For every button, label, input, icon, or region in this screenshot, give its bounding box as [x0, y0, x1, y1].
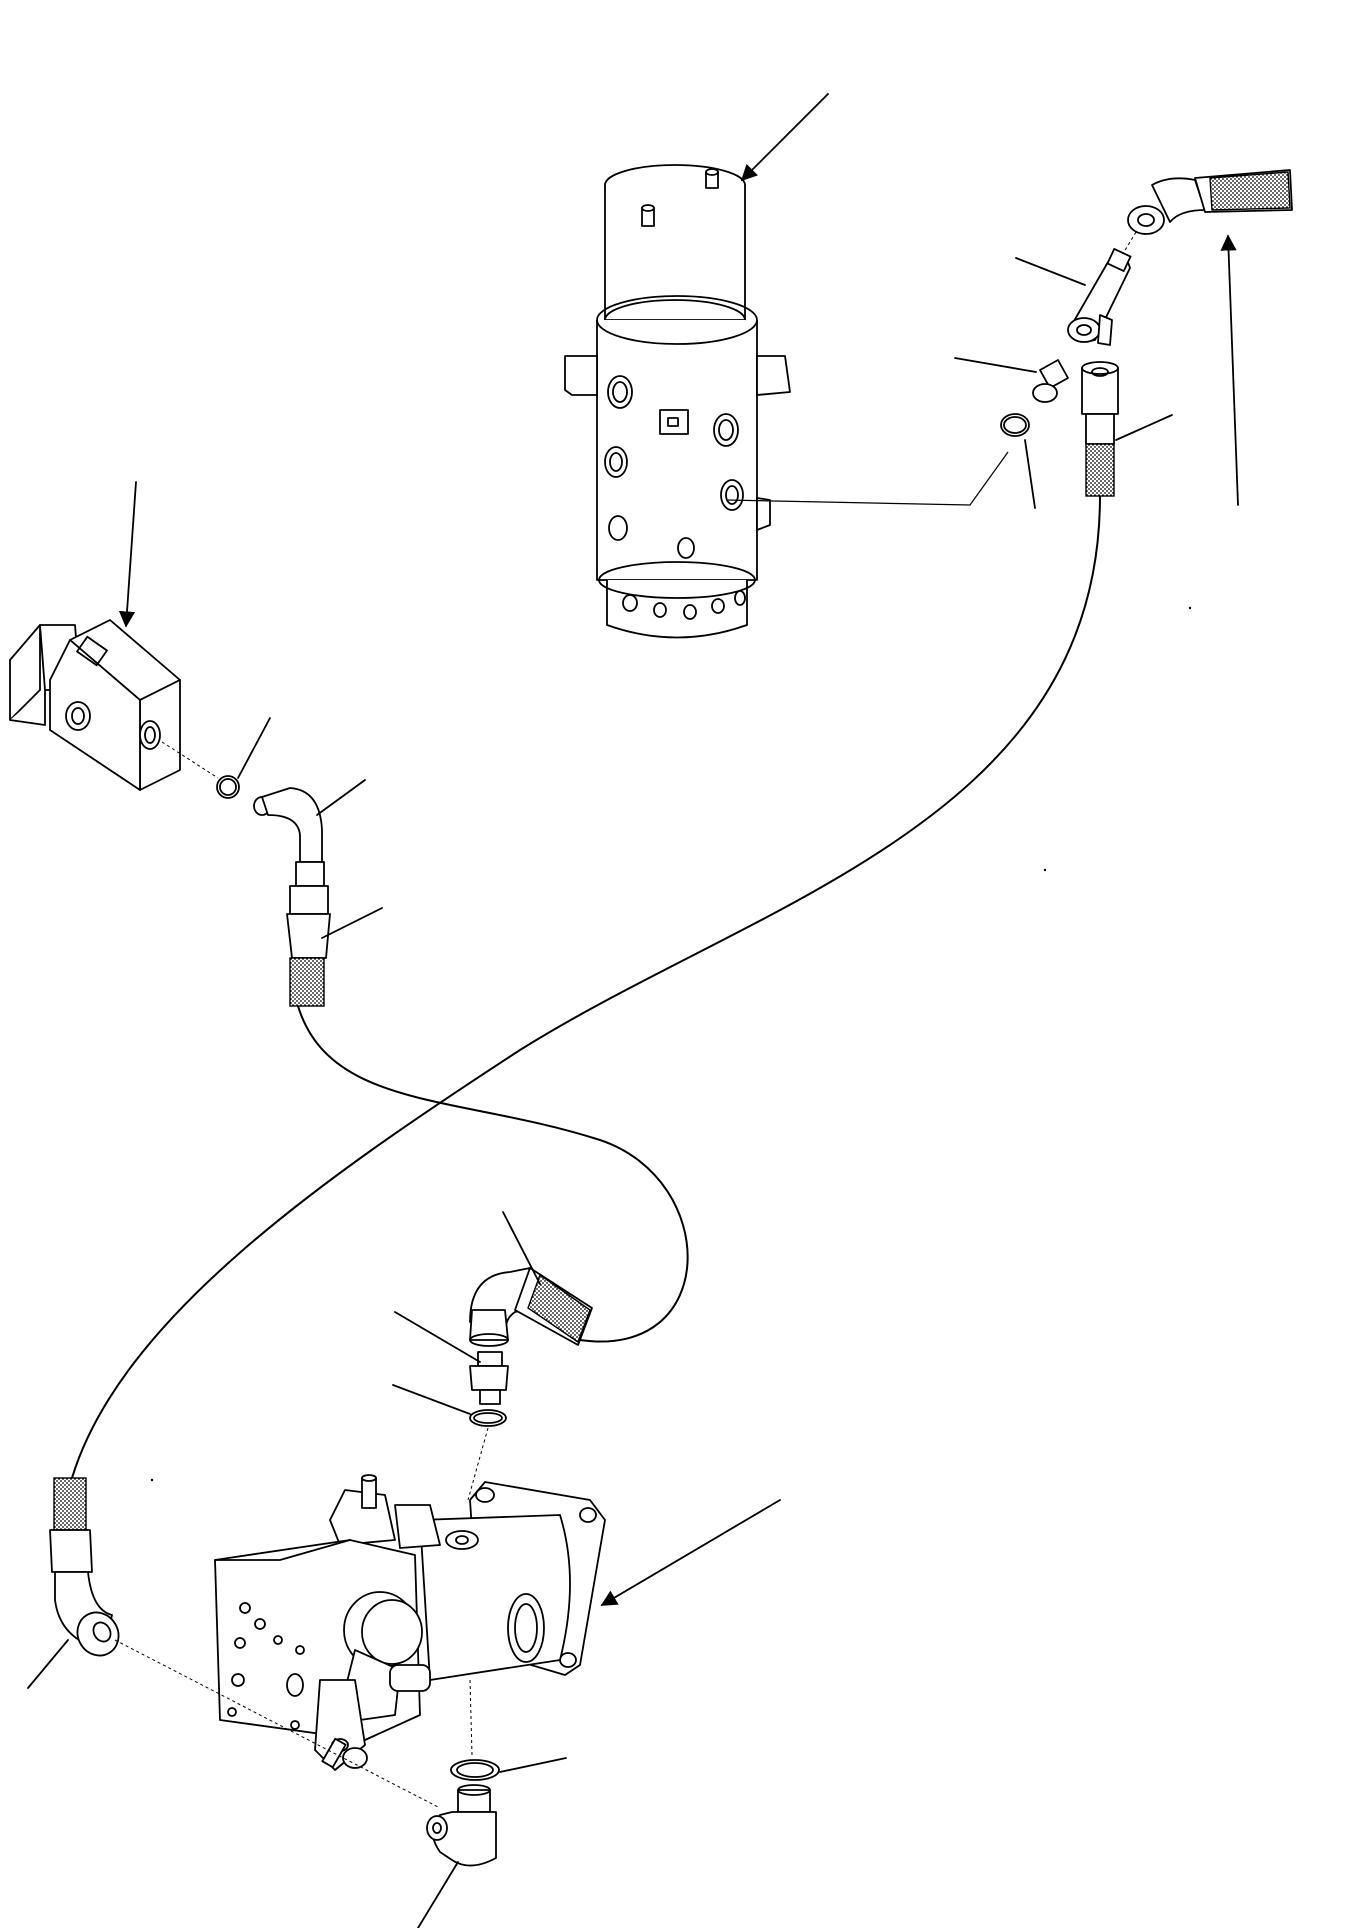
o-ring-leader-top: [1024, 439, 1036, 509]
hydraulic-pump: [214, 1474, 606, 1771]
middle-o-ring-leader: [392, 1384, 471, 1415]
hose-a: [71, 495, 1101, 1479]
tee-leader: [1015, 257, 1086, 286]
swivel-joint-leader: [740, 93, 829, 182]
left-elbow-fitting: [49, 1477, 120, 1657]
top-right-fittings: [1000, 169, 1293, 497]
hose-arrow-right: [1220, 234, 1239, 506]
valve-block: [9, 619, 181, 791]
adapter-leader: [954, 357, 1037, 373]
middle-elbow-fitting: [469, 1267, 593, 1427]
swivel-joint: [564, 164, 791, 639]
valve-o-ring-leader: [237, 717, 271, 779]
valve-port-dash: [161, 741, 219, 779]
bottom-o-ring-leader: [499, 1757, 567, 1773]
middle-dash: [467, 1427, 489, 1501]
left-elbow-leader: [27, 1639, 69, 1689]
hose-b: [297, 1005, 689, 1343]
left-elbow-dash: [114, 1639, 441, 1809]
bottom-elbow-leader: [417, 1861, 459, 1928]
pump-leader: [600, 1499, 781, 1606]
middle-hose-leader: [502, 1211, 541, 1285]
swivel-port-leader: [725, 451, 1009, 506]
hose-leader-top: [1115, 414, 1173, 441]
bottom-elbow-fitting: [426, 1679, 500, 1867]
valve-elbow-leader: [316, 779, 366, 816]
valve-hose-leader: [321, 907, 383, 939]
valve-block-leader: [118, 481, 137, 628]
valve-elbow-fitting: [216, 775, 331, 1007]
middle-adapter-leader: [394, 1311, 481, 1363]
